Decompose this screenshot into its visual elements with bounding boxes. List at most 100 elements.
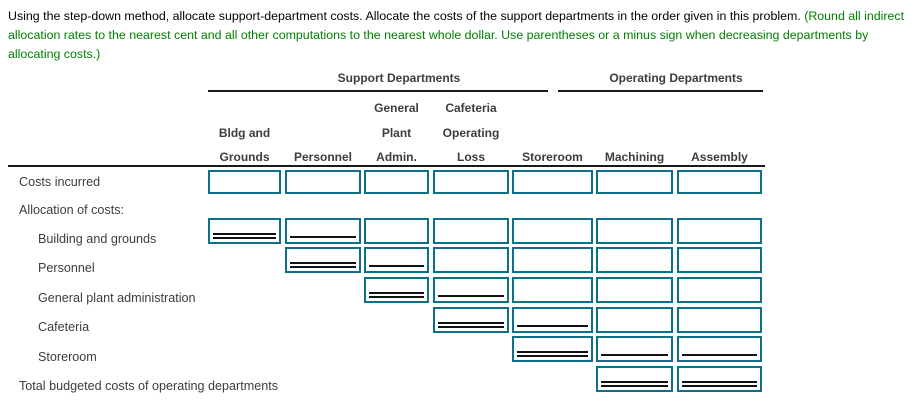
cell-personnel-assembly (677, 247, 762, 273)
row-label-personnel: Personnel (38, 261, 95, 275)
column-header-line (677, 121, 762, 146)
cell-cafeteria-cafeteria-operating-loss (433, 307, 509, 333)
input-building-and-grounds-storeroom[interactable] (514, 220, 591, 242)
input-general-plant-administration-machining[interactable] (598, 279, 671, 301)
cell-costs-incurred-storeroom (512, 170, 593, 194)
row-label-general-plant-administration: General plant administration (38, 291, 196, 305)
input-storeroom-machining[interactable] (598, 338, 671, 360)
row-label-allocation-of-costs: Allocation of costs: (19, 203, 124, 217)
column-header-machining: Machining (596, 96, 673, 170)
cell-general-plant-administration-cafeteria-operating-loss (433, 277, 509, 303)
input-total-budgeted-costs-assembly[interactable] (679, 368, 760, 390)
cell-personnel-storeroom (512, 247, 593, 273)
column-header-line: Assembly (691, 150, 748, 164)
input-cafeteria-machining[interactable] (598, 309, 671, 331)
input-building-and-grounds-cafeteria-operating-loss[interactable] (435, 220, 507, 242)
cell-building-and-grounds-personnel (285, 218, 361, 244)
input-general-plant-administration-general-plant-admin[interactable] (366, 279, 427, 301)
operating-group-underline (558, 90, 763, 92)
cell-costs-incurred-general-plant-admin (364, 170, 429, 194)
input-costs-incurred-storeroom[interactable] (514, 172, 591, 192)
cell-personnel-machining (596, 247, 673, 273)
column-header-line (596, 121, 673, 146)
column-header-bottom-rule (8, 165, 765, 167)
input-costs-incurred-assembly[interactable] (679, 172, 760, 192)
input-costs-incurred-machining[interactable] (598, 172, 671, 192)
input-building-and-grounds-machining[interactable] (598, 220, 671, 242)
row-label-building-and-grounds: Building and grounds (38, 232, 157, 246)
column-header-storeroom: Storeroom (512, 96, 593, 170)
cell-total-budgeted-costs-machining (596, 366, 673, 392)
cell-general-plant-administration-storeroom (512, 277, 593, 303)
cell-personnel-cafeteria-operating-loss (433, 247, 509, 273)
input-personnel-cafeteria-operating-loss[interactable] (435, 249, 507, 271)
column-header-assembly: Assembly (677, 96, 762, 170)
input-personnel-personnel[interactable] (287, 249, 359, 271)
column-header-line: Grounds (219, 150, 270, 164)
input-costs-incurred-cafeteria-operating-loss[interactable] (435, 172, 507, 192)
instruction-main: Using the step-down method, allocate sup… (8, 9, 805, 23)
input-personnel-machining[interactable] (598, 249, 671, 271)
input-personnel-assembly[interactable] (679, 249, 760, 271)
column-header-line (285, 96, 361, 121)
column-header-line: Cafeteria (445, 101, 497, 115)
column-header-line (208, 96, 281, 121)
input-personnel-general-plant-admin[interactable] (366, 249, 427, 271)
column-header-line: Operating (442, 125, 500, 140)
input-building-and-grounds-personnel[interactable] (287, 220, 359, 242)
cell-general-plant-administration-assembly (677, 277, 762, 303)
operating-departments-header: Operating Departments (609, 71, 743, 85)
input-general-plant-administration-assembly[interactable] (679, 279, 760, 301)
cell-personnel-general-plant-admin (364, 247, 429, 273)
input-building-and-grounds-general-plant-admin[interactable] (366, 220, 427, 242)
column-header-line: Admin. (376, 150, 417, 164)
cell-building-and-grounds-storeroom (512, 218, 593, 244)
input-personnel-storeroom[interactable] (514, 249, 591, 271)
column-header-line: Bldg and (218, 125, 271, 140)
input-general-plant-administration-cafeteria-operating-loss[interactable] (435, 279, 507, 301)
column-header-line: Plant (381, 125, 412, 140)
column-header-line: Loss (456, 150, 485, 164)
input-storeroom-storeroom[interactable] (514, 338, 591, 360)
cell-cafeteria-storeroom (512, 307, 593, 333)
cell-general-plant-administration-machining (596, 277, 673, 303)
input-building-and-grounds-bldg-and-grounds[interactable] (210, 220, 279, 242)
cell-costs-incurred-bldg-and-grounds (208, 170, 281, 194)
cell-building-and-grounds-cafeteria-operating-loss (433, 218, 509, 244)
input-general-plant-administration-storeroom[interactable] (514, 279, 591, 301)
support-group-underline (208, 90, 548, 92)
cell-costs-incurred-machining (596, 170, 673, 194)
input-costs-incurred-bldg-and-grounds[interactable] (210, 172, 279, 192)
input-cafeteria-storeroom[interactable] (514, 309, 591, 331)
row-label-costs-incurred: Costs incurred (19, 175, 101, 189)
instruction-rounding-note: (Round all indirect allocation rates to … (8, 9, 905, 61)
input-cafeteria-cafeteria-operating-loss[interactable] (435, 309, 507, 331)
column-header-line: Personnel (293, 150, 353, 164)
input-costs-incurred-general-plant-admin[interactable] (366, 172, 427, 192)
cell-costs-incurred-assembly (677, 170, 762, 194)
cell-storeroom-assembly (677, 336, 762, 362)
cell-costs-incurred-cafeteria-operating-loss (433, 170, 509, 194)
input-costs-incurred-personnel[interactable] (287, 172, 359, 192)
column-header-line (285, 121, 361, 146)
column-header-line (512, 121, 593, 146)
cell-cafeteria-assembly (677, 307, 762, 333)
column-header-line (512, 96, 593, 121)
support-departments-header: Support Departments (337, 71, 461, 85)
instruction-text: Using the step-down method, allocate sup… (8, 7, 916, 64)
input-total-budgeted-costs-machining[interactable] (598, 368, 671, 390)
row-label-cafeteria: Cafeteria (38, 320, 90, 334)
column-header-line: Machining (604, 150, 665, 164)
cell-personnel-personnel (285, 247, 361, 273)
cell-building-and-grounds-machining (596, 218, 673, 244)
input-storeroom-assembly[interactable] (679, 338, 760, 360)
cell-total-budgeted-costs-assembly (677, 366, 762, 392)
cell-building-and-grounds-general-plant-admin (364, 218, 429, 244)
input-cafeteria-assembly[interactable] (679, 309, 760, 331)
cell-general-plant-administration-general-plant-admin (364, 277, 429, 303)
input-building-and-grounds-assembly[interactable] (679, 220, 760, 242)
